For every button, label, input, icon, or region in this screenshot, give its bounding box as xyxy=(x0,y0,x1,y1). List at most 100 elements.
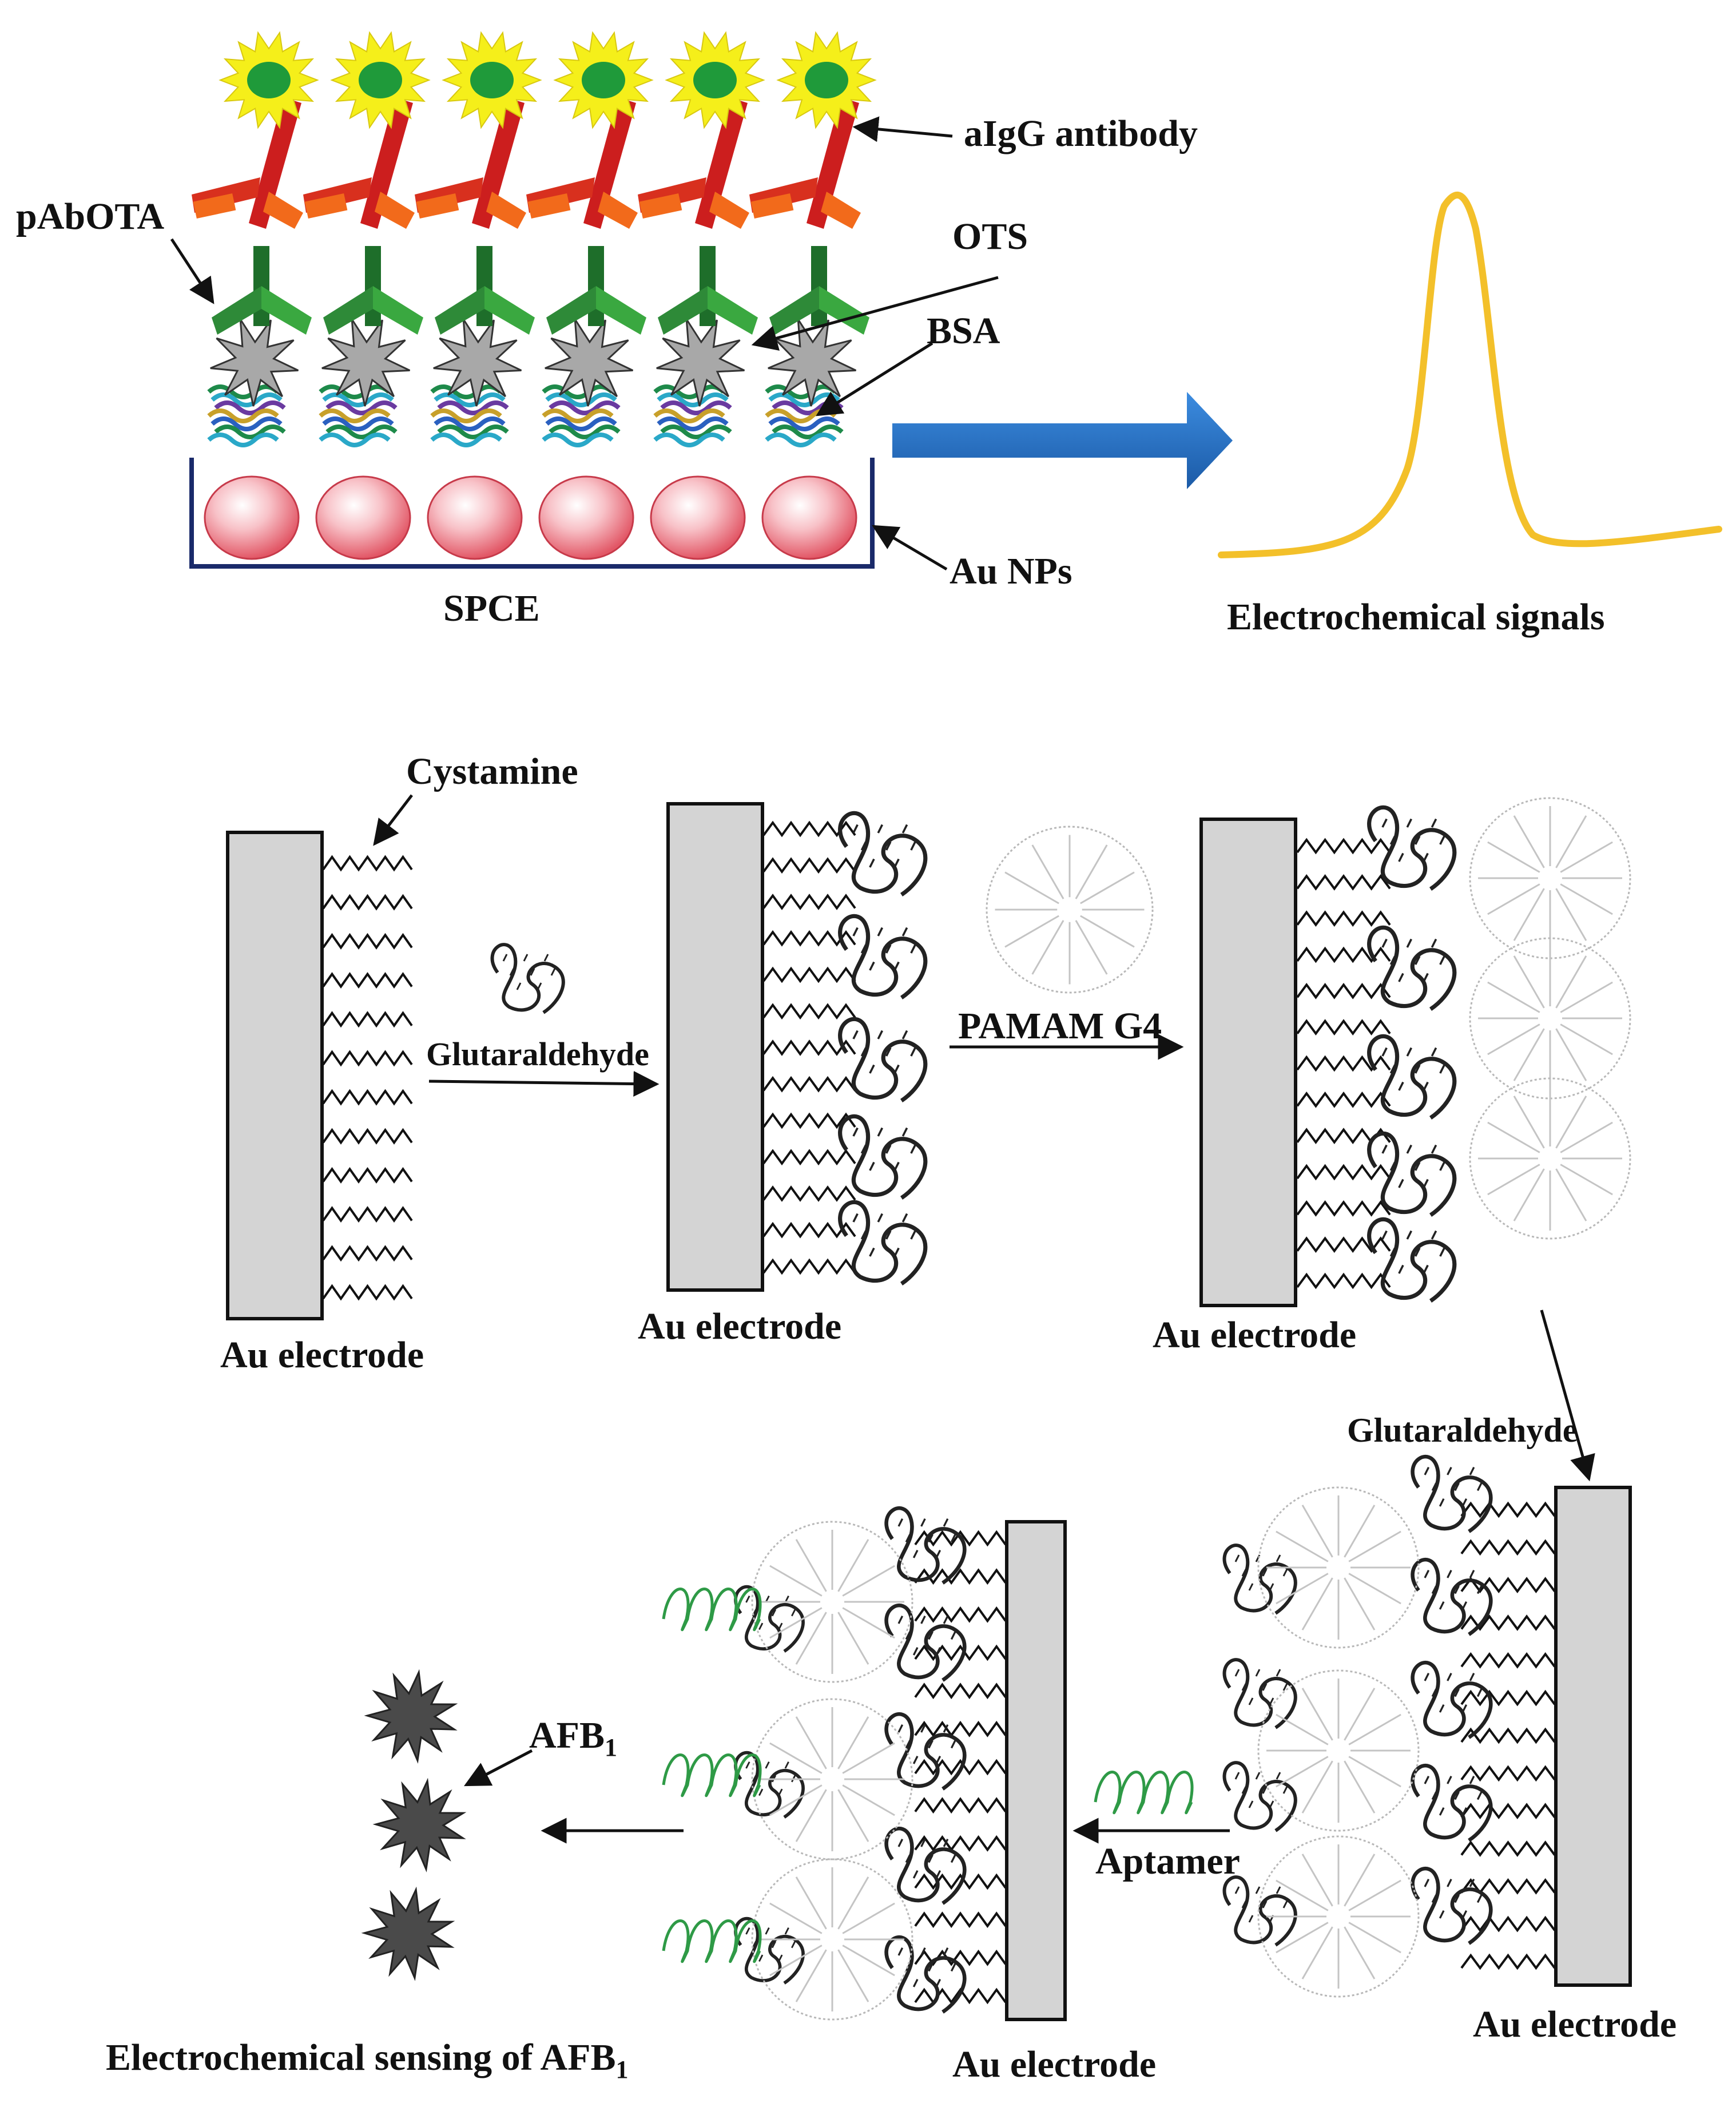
bsa-ribbon xyxy=(437,424,509,439)
aigg-stem xyxy=(249,97,301,229)
glutaraldehyde-tick xyxy=(765,1927,770,1935)
glutaraldehyde-tick xyxy=(1276,1554,1281,1562)
dendrimer-branch xyxy=(837,1876,869,1930)
glutaraldehyde-tick xyxy=(950,1963,956,1972)
glutaraldehyde-tick xyxy=(791,1941,796,1949)
bsa-protein xyxy=(765,384,844,447)
pabota-antibody xyxy=(658,246,758,335)
au-nanoparticle xyxy=(427,475,523,560)
glutaraldehyde-tick xyxy=(1431,1585,1437,1594)
ots-molecule xyxy=(768,319,857,407)
aigg-fab xyxy=(416,193,459,219)
glutaraldehyde-tick xyxy=(920,1518,926,1527)
bottom-panel: Cystamine Glutaraldehyde PAMAM G4 Au ele… xyxy=(106,751,1677,2085)
cystamine-pointer xyxy=(373,794,413,846)
glutaraldehyde-tick xyxy=(1248,1697,1254,1705)
ots-pointer xyxy=(751,276,999,351)
dendrimer-branch xyxy=(1513,955,1545,1009)
bsa-ribbon xyxy=(549,400,621,415)
glutaraldehyde-tick xyxy=(1414,1064,1421,1074)
dendrimer-branch xyxy=(1513,1096,1545,1149)
cystamine-chain xyxy=(1460,1539,1556,1556)
glutaraldehyde-tick xyxy=(910,841,916,851)
bsa-ribbon xyxy=(434,416,506,431)
glutaraldehyde-tick xyxy=(912,1756,919,1764)
bsa-ribbon xyxy=(765,384,837,399)
glutaraldehyde-tick xyxy=(1454,1482,1460,1491)
glutaraldehyde-tick xyxy=(935,1550,942,1558)
glutaraldehyde-tick xyxy=(1414,835,1421,845)
dendrimer-branch xyxy=(1348,1756,1401,1788)
cystamine-chain xyxy=(1296,1272,1391,1289)
ots-molecule xyxy=(656,319,745,407)
glutaraldehyde-tick xyxy=(943,1947,949,1956)
aigg-stem xyxy=(695,97,748,229)
glutaraldehyde-tick xyxy=(920,1839,926,1847)
bsa-ribbon xyxy=(545,392,617,407)
glutaraldehyde-tick xyxy=(860,1144,867,1154)
glutaraldehyde-molecule xyxy=(838,811,928,896)
dendrimer-branch xyxy=(769,1565,823,1597)
pab-arm-left xyxy=(212,286,261,335)
cystamine-chain xyxy=(1460,1915,1556,1933)
glutaraldehyde-tick xyxy=(550,968,556,976)
glutaraldehyde-tick xyxy=(928,1854,933,1863)
cystamine-chain xyxy=(762,1258,856,1275)
glutaraldehyde-tick xyxy=(905,1854,911,1863)
dendrimer-branch xyxy=(1276,1713,1329,1745)
bsa-ribbon xyxy=(207,408,279,423)
glutaraldehyde-tick xyxy=(1447,1467,1452,1475)
glutaraldehyde-tick xyxy=(897,1839,904,1847)
cystamine-label: Cystamine xyxy=(406,751,578,792)
bsa-pointer xyxy=(816,342,933,416)
glutaraldehyde-molecule xyxy=(1367,1217,1457,1303)
aptamer-label: Aptamer xyxy=(1095,1840,1240,1882)
au-nanoparticle xyxy=(538,475,634,560)
glutaraldehyde-tick xyxy=(784,1927,789,1935)
afb1-label: AFB1 xyxy=(529,1715,617,1761)
glutaraldehyde-tick xyxy=(1262,1900,1268,1908)
glutaraldehyde-tick xyxy=(1461,1807,1468,1816)
glutaraldehyde-tick xyxy=(1414,955,1421,965)
cystamine-chain xyxy=(1460,1689,1556,1707)
cystamine-chain xyxy=(322,972,413,989)
glutaraldehyde-tick xyxy=(1398,1264,1404,1274)
glutaraldehyde-tick xyxy=(943,1724,949,1733)
glutaraldehyde-tick xyxy=(860,841,867,851)
dendrimer-branch xyxy=(1301,1926,1333,1979)
bsa-ribbon xyxy=(430,408,502,423)
aptamer-coils xyxy=(662,1588,1194,1963)
glutaraldehyde-tick xyxy=(758,1954,764,1962)
glutaraldehyde-tick xyxy=(1424,1570,1430,1578)
glutaraldehyde-strand xyxy=(1367,1217,1457,1303)
glutaraldehyde-tick xyxy=(893,858,900,868)
cystamine-chain xyxy=(1296,982,1391,999)
bsa-ribbon xyxy=(207,384,279,399)
pabota-antibody xyxy=(212,246,312,335)
glutaraldehyde-tick xyxy=(910,1230,916,1240)
aigg-stem xyxy=(360,97,413,229)
au-nanoparticle xyxy=(650,475,746,560)
glutaraldehyde-tick xyxy=(745,1761,750,1769)
glutaraldehyde-tick xyxy=(869,1161,875,1171)
glutaraldehyde-tick xyxy=(752,1775,757,1783)
aptamer-coil xyxy=(1094,1771,1194,1815)
dendrimer-branch xyxy=(1276,1530,1329,1562)
sensing-label: Electrochemical sensing of AFB1 xyxy=(106,2037,629,2084)
pab-arm-right xyxy=(819,286,869,335)
glutaraldehyde-tick xyxy=(1454,1791,1460,1800)
glutaraldehyde-tick xyxy=(1398,973,1404,982)
antigen-core xyxy=(247,62,291,98)
ots-label: OTS xyxy=(952,216,1028,257)
glutaraldehyde-tick xyxy=(950,1534,956,1543)
cystamine-chain xyxy=(914,1835,1007,1852)
glutaraldehyde-tick xyxy=(1414,1247,1421,1257)
dendrimer-branch xyxy=(837,1716,869,1769)
glutaraldehyde-tick xyxy=(1431,1791,1437,1800)
labels-stars xyxy=(219,31,877,129)
glutaraldehyde-molecule xyxy=(884,1712,967,1791)
glutaraldehyde-strand xyxy=(838,1114,928,1200)
glutaraldehyde-tick xyxy=(778,1788,783,1796)
dendrimer-branch xyxy=(1344,1854,1376,1907)
